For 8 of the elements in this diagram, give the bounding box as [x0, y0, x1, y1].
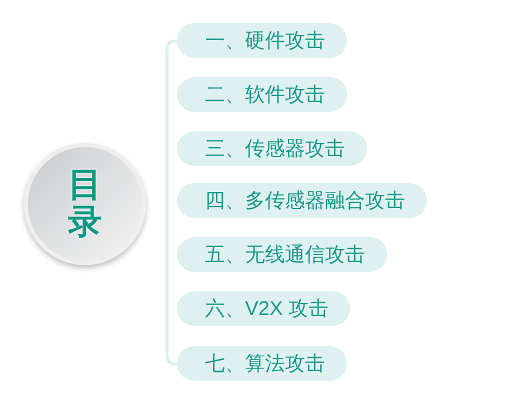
- title-text: 目录: [68, 166, 102, 242]
- menu-pill: 四、多传感器融合攻击: [177, 183, 427, 218]
- menu-pill: 三、传感器攻击: [177, 131, 367, 166]
- menu-pill: 五、无线通信攻击: [177, 237, 387, 272]
- menu-pill: 七、算法攻击: [177, 346, 347, 381]
- menu-pill: 一、硬件攻击: [177, 23, 347, 58]
- menu-pill: 六、V2X 攻击: [177, 291, 350, 326]
- menu-pill: 二、软件攻击: [177, 77, 347, 112]
